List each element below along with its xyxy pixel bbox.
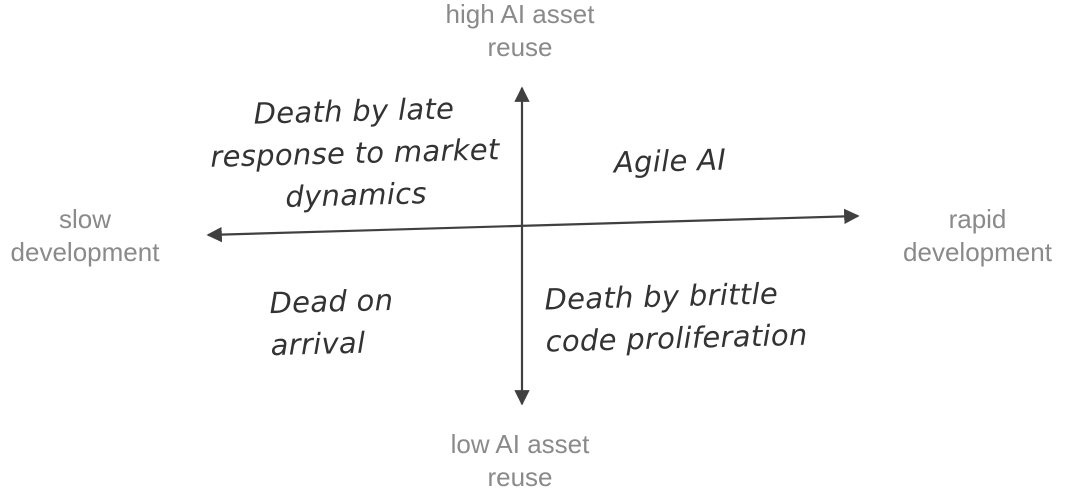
axis-label-right: rapid development [903,204,1052,267]
quadrant-top-left: Death by late response to market dynamic… [209,91,501,214]
axis-label-top: high AI asset reuse [445,0,595,62]
quadrant-bottom-right: Death by brittle code proliferation [544,276,808,359]
axis-label-left: slow development [10,204,160,267]
axis-label-bottom: low AI asset reuse [450,429,590,492]
quadrant-top-right: Agile AI [613,142,727,180]
horizontal-axis [206,208,860,243]
quadrant-bottom-left: Dead on arrival [269,282,394,363]
